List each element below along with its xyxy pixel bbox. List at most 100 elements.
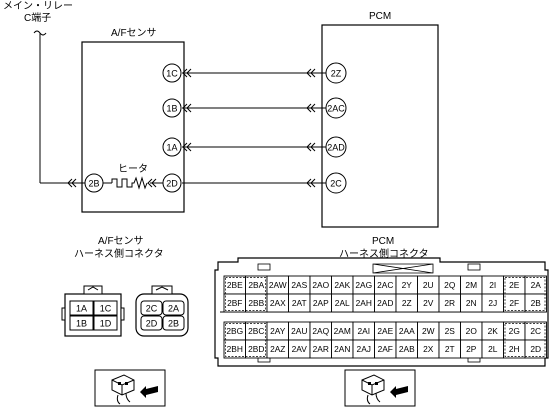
pcm-cell-label: 2E bbox=[509, 280, 520, 290]
pcm-cell-label: 2U bbox=[423, 280, 434, 290]
pcm-cell-label: 2Y bbox=[402, 280, 413, 290]
af-sensor-pins: 1C 1B 1A 2B 2D bbox=[84, 63, 182, 193]
pcm-cell-label: 2AI bbox=[357, 326, 370, 336]
pcm-pins: 2Z 2AC 2AD 2C bbox=[325, 62, 347, 194]
heater-label: ヒータ bbox=[118, 163, 148, 175]
pcm-cell-label: 2S bbox=[445, 326, 456, 336]
pcm-cell-label: 2AF bbox=[378, 344, 393, 354]
af-conn-1b: 1B bbox=[76, 319, 87, 329]
pcm-cell-label: 2R bbox=[444, 298, 455, 308]
pcm-corner-block-outline bbox=[504, 277, 546, 311]
pcm-title: PCM bbox=[369, 11, 391, 22]
af-connector-right: 2C 2A 2D 2B bbox=[135, 285, 189, 337]
pcm-cell-label: 2AR bbox=[313, 344, 329, 354]
af-conn-2d: 2D bbox=[146, 319, 158, 329]
pcm-cell-label: 2AN bbox=[334, 344, 350, 354]
pcm-cell bbox=[524, 293, 547, 313]
pcm-cell-label: 2M bbox=[465, 280, 477, 290]
pcm-cell-label: 2AM bbox=[334, 326, 351, 336]
pcm-plug-direction-icon bbox=[344, 369, 416, 407]
pcm-cell-label: 2AZ bbox=[270, 344, 285, 354]
pcm-cell-label: 2T bbox=[445, 344, 455, 354]
af-pin-1b-label: 1B bbox=[166, 104, 177, 114]
pcm-cell-label: 2AE bbox=[377, 326, 393, 336]
pcm-cell-label: 2AK bbox=[334, 280, 350, 290]
af-plug-direction-icon bbox=[94, 369, 166, 407]
pcm-cell-label: 2J bbox=[488, 298, 497, 308]
pcm-cell-label: 2BG bbox=[226, 326, 243, 336]
pcm-connector-title-2: ハーネス側コネクタ bbox=[339, 247, 429, 260]
af-pin-2d bbox=[162, 173, 182, 193]
pcm-pin-2ac bbox=[325, 97, 347, 119]
pcm-cell-label: 2AO bbox=[312, 280, 329, 290]
pcm-cell-label: 2P bbox=[466, 344, 477, 354]
relay-label-line2: C端子 bbox=[24, 11, 51, 24]
af-pin-1c-label: 1C bbox=[166, 69, 178, 79]
pcm-cell-label: 2Q bbox=[444, 280, 456, 290]
pcm-corner-block-outline bbox=[504, 323, 546, 357]
af-pin-2b-label: 2B bbox=[88, 179, 99, 189]
pcm-pin-2c bbox=[325, 172, 347, 194]
pcm-cell-label: 2AB bbox=[399, 344, 415, 354]
af-conn-1a: 1A bbox=[76, 304, 87, 314]
af-conn-2b: 2B bbox=[168, 319, 179, 329]
af-connector-left: 1A 1C 1B 1D bbox=[61, 285, 125, 337]
af-sensor-box bbox=[81, 41, 185, 213]
pcm-corner-block-outline bbox=[225, 277, 266, 311]
pcm-cell-label: 2BH bbox=[227, 344, 243, 354]
pcm-cell-label: 2AA bbox=[399, 326, 415, 336]
af-sensor-title: A/Fセンサ bbox=[111, 27, 157, 39]
pcm-cell-label: 2AG bbox=[355, 280, 372, 290]
pcm-cell-label: 2I bbox=[489, 280, 496, 290]
pcm-cell-label: 2V bbox=[423, 298, 434, 308]
pcm-cell-label: 2X bbox=[423, 344, 434, 354]
pcm-cell-label: 2BB bbox=[248, 298, 264, 308]
pcm-cell-label: 2BF bbox=[227, 298, 242, 308]
pcm-cell-label: 2D bbox=[530, 344, 541, 354]
pcm-cell-label: 2AH bbox=[356, 298, 372, 308]
pcm-cell-label: 2N bbox=[466, 298, 477, 308]
af-pin-1a bbox=[162, 137, 182, 157]
pcm-cell-label: 2AQ bbox=[312, 326, 329, 336]
pcm-cell-label: 2O bbox=[466, 326, 478, 336]
pcm-connector-title-1: PCM bbox=[372, 236, 394, 247]
relay-label-line1: メイン・リレー bbox=[3, 1, 73, 12]
heater-symbol bbox=[111, 176, 148, 190]
pcm-cell-label: 2A bbox=[531, 280, 542, 290]
af-conn-1c: 1C bbox=[100, 304, 112, 314]
pcm-cell-label: 2G bbox=[509, 326, 520, 336]
pcm-cell-label: 2B bbox=[531, 298, 542, 308]
pcm-cell-label: 2BE bbox=[227, 280, 243, 290]
af-pin-1c bbox=[162, 63, 182, 83]
pcm-cell-label: 2AD bbox=[377, 298, 393, 308]
signal-wires bbox=[72, 72, 326, 184]
af-pin-1a-label: 1A bbox=[166, 143, 177, 153]
pcm-cell-label: 2AC bbox=[377, 280, 393, 290]
pcm-cell-label: 2W bbox=[422, 326, 435, 336]
pcm-cell-label: 2C bbox=[530, 326, 541, 336]
pcm-cell-label: 2AT bbox=[292, 298, 307, 308]
pcm-cell-label: 2AU bbox=[291, 326, 307, 336]
af-conn-1d: 1D bbox=[100, 319, 112, 329]
pcm-cell-label: 2F bbox=[509, 298, 519, 308]
pcm-cell-label: 2Z bbox=[402, 298, 412, 308]
pcm-cell-label: 2L bbox=[488, 344, 498, 354]
af-pin-2b bbox=[84, 173, 104, 193]
pcm-pin-2ac-label: 2AC bbox=[327, 104, 345, 114]
af-conn-2c: 2C bbox=[146, 304, 158, 314]
pcm-pin-2z bbox=[325, 62, 347, 84]
pcm-corner-block-outline bbox=[225, 323, 266, 357]
pcm-cell-label: 2AL bbox=[335, 298, 350, 308]
pcm-pin-2ad bbox=[325, 136, 347, 158]
pcm-cell bbox=[524, 339, 547, 359]
pcm-cell-label: 2BD bbox=[248, 344, 264, 354]
pcm-pin-2ad-label: 2AD bbox=[327, 143, 345, 153]
pcm-cell-label: 2AP bbox=[313, 298, 329, 308]
pcm-pin-2c-label: 2C bbox=[330, 179, 342, 189]
pcm-cell-label: 2H bbox=[509, 344, 520, 354]
pcm-cell-label: 2AV bbox=[292, 344, 308, 354]
pcm-cell-label: 2AX bbox=[270, 298, 286, 308]
af-connector-title-1: A/Fセンサ bbox=[98, 235, 144, 247]
